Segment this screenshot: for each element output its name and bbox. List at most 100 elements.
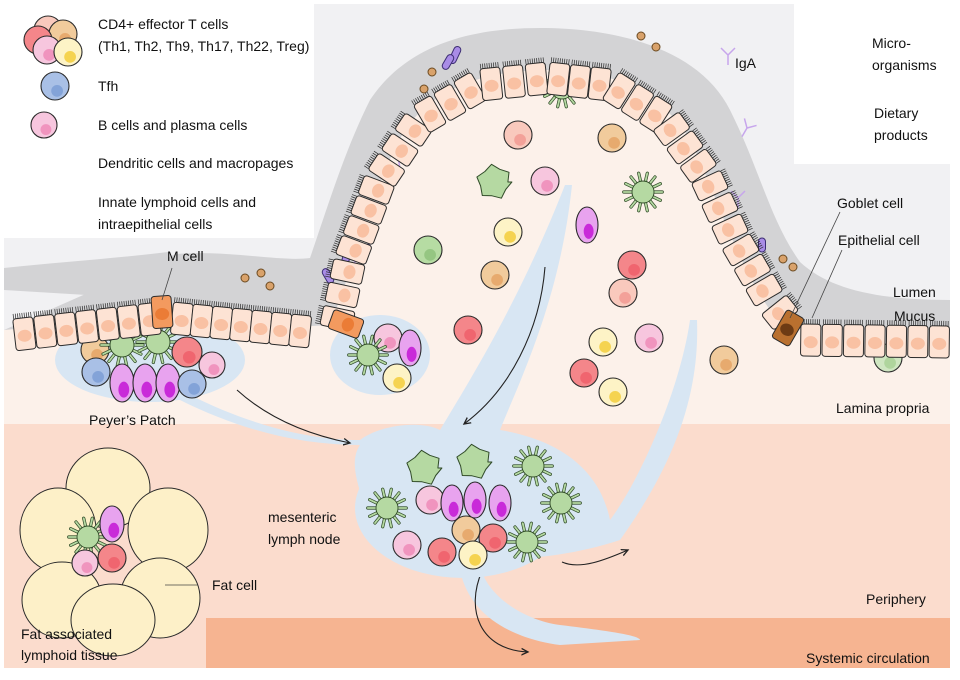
iga-antibody [720, 47, 736, 65]
microvilli [325, 258, 334, 278]
b-cell [155, 363, 181, 403]
microvilli [451, 68, 470, 82]
cell-body [631, 180, 655, 204]
epithelial-cell [411, 91, 447, 133]
cell-nucleus [393, 377, 405, 389]
legend-micro-line1: Micro- [872, 35, 911, 51]
legend-bcell: B cells and plasma cells [98, 117, 247, 133]
cell-nucleus [426, 499, 438, 511]
microvilli [330, 234, 342, 254]
epithelial-nucleus [464, 86, 478, 99]
microvilli [193, 299, 213, 306]
epithelial-nucleus [395, 144, 408, 158]
epithelial-cell [364, 150, 405, 187]
epithelial-cell [701, 190, 743, 223]
epithelial-cell [377, 130, 419, 167]
pink-cell [634, 323, 664, 353]
mesenteric-label-line2: lymph node [268, 531, 341, 547]
fat-associated-lymphoid-tissue [19, 447, 209, 657]
legend-micro-line2: organisms [872, 57, 937, 73]
legend-tfh-icon [40, 71, 70, 101]
blue-cell [81, 357, 111, 387]
legend-dc: Dendritic cells and macropages [98, 155, 293, 171]
red-cell [478, 523, 508, 553]
epithelial-cell [821, 319, 843, 358]
legend-dietary-line2: products [874, 127, 928, 143]
b-cell [398, 329, 422, 367]
cell-nucleus [514, 134, 526, 146]
dietary-particle [636, 31, 646, 41]
cell-nucleus [464, 329, 476, 341]
b-cell [575, 206, 599, 244]
dietary-particle [240, 273, 250, 283]
cell-nucleus [188, 383, 200, 395]
mesenteric-label-line1: mesenteric [268, 509, 336, 525]
epithelial-cell [711, 211, 753, 245]
microvilli [571, 59, 591, 67]
arrow-villus-to-node [464, 266, 546, 424]
cell-body [521, 454, 545, 478]
fat-cell [70, 583, 156, 657]
microvilli [364, 150, 379, 169]
epithelial-cell [928, 320, 950, 359]
microvilli [638, 79, 657, 94]
epithelial-cell [209, 301, 234, 341]
tan-cell [451, 515, 481, 545]
epithelial-leader-line [811, 249, 843, 319]
epithelial-cell [587, 61, 612, 102]
falt-label-line1: Fat associated [21, 626, 112, 642]
cell-nucleus [471, 498, 482, 514]
epithelial-cell [502, 59, 526, 99]
cell-nucleus [580, 372, 592, 384]
epithelial-cell [734, 251, 776, 287]
legend-dietary-line1: Dietary [874, 105, 918, 121]
cell-nucleus [403, 544, 415, 556]
epithelial-nucleus [371, 183, 385, 198]
lumen-label: Lumen [893, 284, 936, 300]
epithelium-layer [12, 57, 950, 359]
dendritic-cell [540, 482, 582, 524]
epithelial-cell [885, 320, 908, 358]
yellow-cell [382, 363, 412, 393]
dietary-particle [265, 281, 275, 291]
legend-right-box [794, 4, 950, 164]
microvilli [773, 271, 787, 290]
epithelial-nucleus [253, 322, 268, 336]
epithelial-nucleus [155, 307, 170, 321]
tan-cell [709, 345, 739, 375]
falt-label-line2: lymphoid tissue [21, 647, 118, 663]
epithelial-nucleus [341, 317, 355, 332]
microvilli [550, 57, 570, 65]
cell-nucleus [208, 364, 220, 376]
dendritic-cell [506, 521, 548, 563]
epithelial-cell [722, 231, 764, 267]
tan-cell [480, 260, 510, 290]
b-cell [440, 484, 464, 522]
m-cell-leader-line [161, 267, 173, 301]
epithelial-cell [621, 79, 657, 121]
red-cell [97, 543, 127, 573]
epithelial-cell [353, 174, 395, 205]
microvilli [865, 319, 885, 326]
microvilli [253, 305, 272, 312]
m-cell [327, 309, 365, 339]
microvilli [116, 299, 136, 307]
microvilli [749, 231, 764, 250]
dendritic-cell [622, 171, 664, 213]
epithelial-cell [54, 307, 79, 347]
m-cell [150, 295, 174, 329]
pink-cell [415, 485, 445, 515]
microvilli [272, 307, 292, 314]
epithelial-nucleus [571, 77, 586, 90]
epithelial-nucleus [663, 123, 677, 138]
cell-nucleus [489, 537, 501, 549]
epithelial-nucleus [732, 244, 746, 258]
peach-cell [608, 278, 638, 308]
pink-cell [530, 166, 560, 196]
microvilli [887, 320, 906, 326]
peach-cell [503, 120, 533, 150]
cell-nucleus [541, 180, 553, 192]
microvilli [353, 174, 365, 194]
microvilli [390, 110, 405, 129]
microvilli [740, 211, 753, 231]
